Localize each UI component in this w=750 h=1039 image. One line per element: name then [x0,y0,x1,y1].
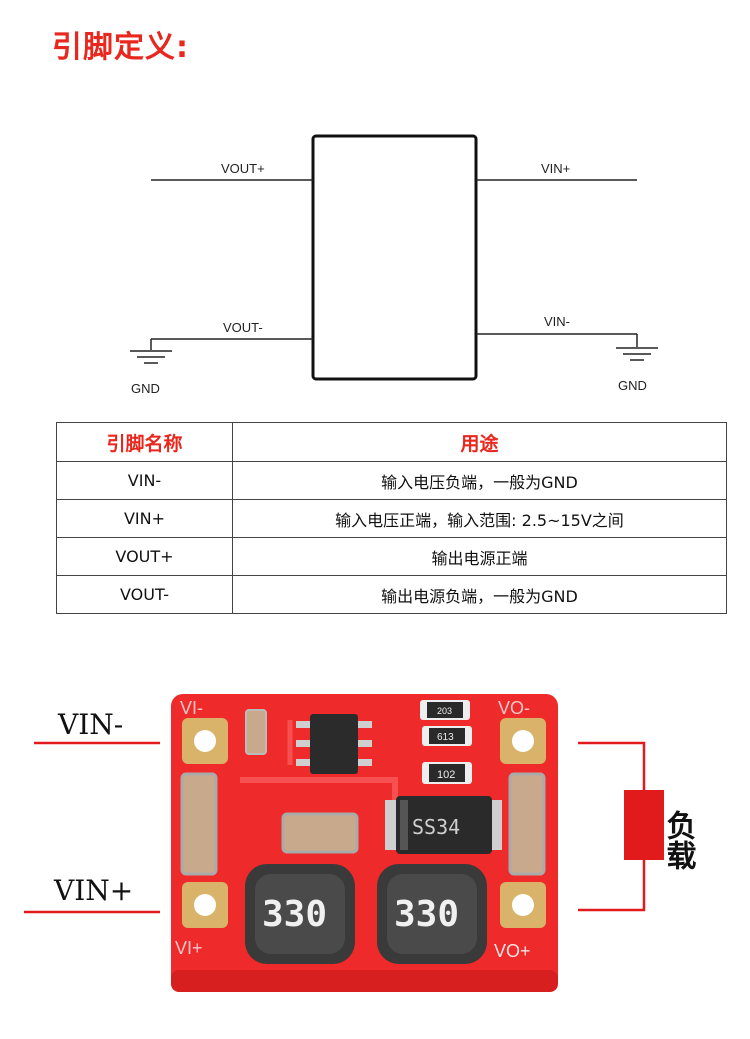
table-row: VOUT+ 输出电源正端 [56,537,727,576]
pin-use-cell: 输出电源正端 [232,537,727,576]
table-row: VOUT- 输出电源负端，一般为GND [56,575,727,614]
silk-vi-neg: VI- [180,698,203,718]
capacitor-left [180,772,218,876]
svg-text:SS34: SS34 [412,815,460,839]
silk-vo-pos: VO+ [494,941,531,961]
pin-schematic: VOUT+ VIN+ VOUT- VIN- GND GND [130,134,658,396]
capacitor-center [281,812,359,854]
table-header: 引脚名称 [56,422,233,462]
load-label: 负载 [661,810,697,871]
silk-vi-pos: VI+ [175,938,203,958]
resistor-203: 203 [420,700,470,720]
ground-left-icon [130,350,172,364]
module-block [311,134,478,381]
pad-vi-pos [182,882,228,928]
svg-text:330: 330 [394,894,459,935]
board-illustration: VIN- VIN+ VI- VI+ VO- VO+ [24,694,697,992]
load-resistor [624,790,664,860]
gnd-right-label: GND [618,378,647,393]
silk-vo-neg: VO- [498,698,530,718]
pin-use-cell: 输入电压负端，一般为GND [232,461,727,500]
svg-text:330: 330 [262,894,327,935]
pin-name-cell: VOUT- [56,575,233,614]
load-wire-bottom [578,860,646,912]
diode-ss34: SS34 [385,796,502,854]
pad-vi-neg [182,718,228,764]
svg-text:203: 203 [437,706,452,716]
table-row: VIN- 输入电压负端，一般为GND [56,461,727,500]
inductor-left: 330 [245,864,355,964]
table-header: 用途 [232,422,727,462]
svg-text:102: 102 [437,769,455,781]
pin-label-vout-neg: VOUT- [223,320,263,335]
pad-vo-pos [500,882,546,928]
pin-label-vin-neg: VIN- [544,314,570,329]
table-header-row: 引脚名称 用途 [56,422,727,462]
page-title: 引脚定义: [52,30,189,65]
inductor-right: 330 [377,864,487,964]
svg-text:613: 613 [437,732,454,743]
capacitor-right [508,772,546,876]
pin-name-cell: VIN+ [56,499,233,538]
pin-name-cell: VIN- [56,461,233,500]
gnd-left-label: GND [131,381,160,396]
wire-label-vin-pos: VIN+ [53,874,133,907]
resistor-102: 102 [422,762,472,784]
pin-table: 引脚名称 用途 VIN- 输入电压负端，一般为GND VIN+ 输入电压正端，输… [56,422,727,614]
pad-vo-neg [500,718,546,764]
capacitor-small [245,709,267,755]
table-row: VIN+ 输入电压正端，输入范围: 2.5~15V之间 [56,499,727,538]
ic-chip [296,714,372,774]
pin-use-cell: 输入电压正端，输入范围: 2.5~15V之间 [232,499,727,538]
pin-label-vin-pos: VIN+ [541,161,570,176]
ground-right-icon [616,347,658,361]
load-wire-top [578,741,646,790]
wire-label-vin-neg: VIN- [57,708,123,741]
pin-label-vout-pos: VOUT+ [221,161,265,176]
pin-name-cell: VOUT+ [56,537,233,576]
pin-use-cell: 输出电源负端，一般为GND [232,575,727,614]
resistor-613: 613 [422,726,472,746]
